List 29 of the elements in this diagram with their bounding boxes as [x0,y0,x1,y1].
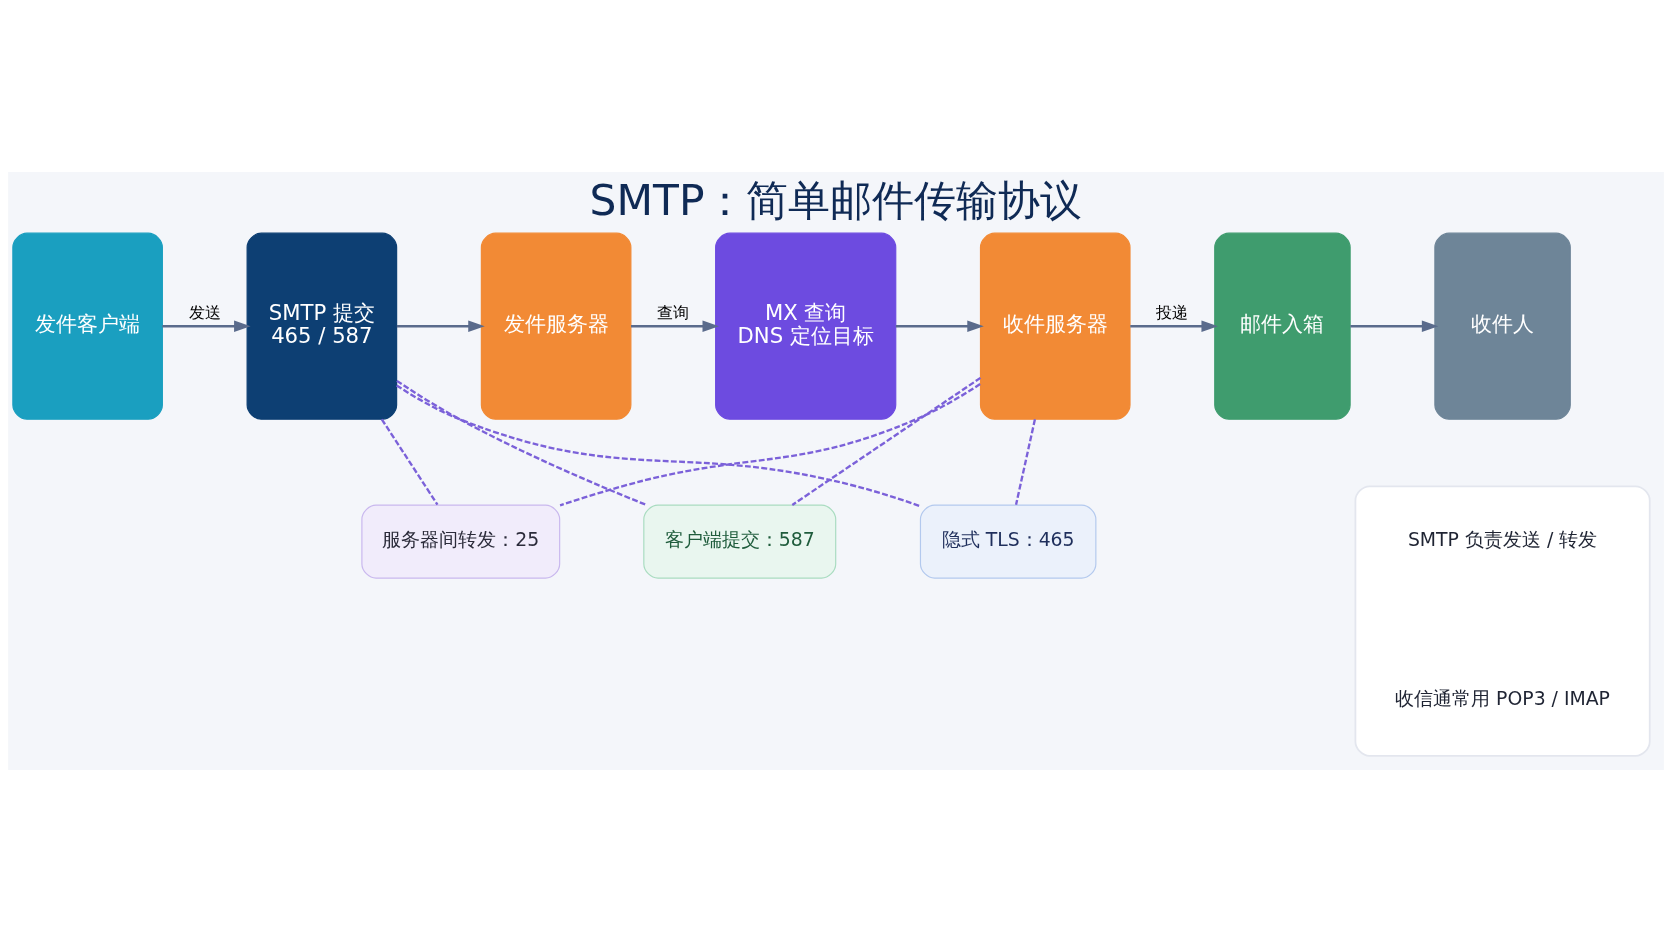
connector [396,379,648,506]
arrow [1130,319,1218,332]
arrow [396,319,485,332]
node-box: 隐式 TLS：465 [919,504,1097,579]
arrow [631,319,719,332]
node-box: 发件服务器 [480,232,632,420]
connector [559,382,981,506]
node-text: 收信通常用 POP3 / IMAP [1395,687,1610,709]
connector [1014,418,1037,505]
edge-label: 发送 [188,302,221,322]
edge-label: 投递 [1156,302,1189,322]
connector [791,376,982,506]
arrow [162,319,251,332]
node-box: 客户端提交：587 [643,504,837,579]
connector [380,418,439,505]
node-text: SMTP 负责发送 / 转发 [1407,528,1598,550]
node-box: 收件服务器 [979,232,1131,420]
arrow [1350,319,1439,332]
node-box: MX 查询 DNS 定位目标 [715,232,897,420]
cluster [1354,484,1651,757]
node-box: 收件人 [1434,232,1571,420]
node-box: 邮件入箱 [1214,232,1351,420]
node-box: SMTP 提交 465 / 587 [246,232,398,420]
connector [396,383,921,507]
edge-label: 查询 [657,302,690,322]
node-box: 服务器间转发：25 [361,504,561,579]
diagram-title: SMTP：简单邮件传输协议 [589,175,1083,225]
node-box: 发件客户端 [12,232,163,420]
arrow [895,319,984,332]
